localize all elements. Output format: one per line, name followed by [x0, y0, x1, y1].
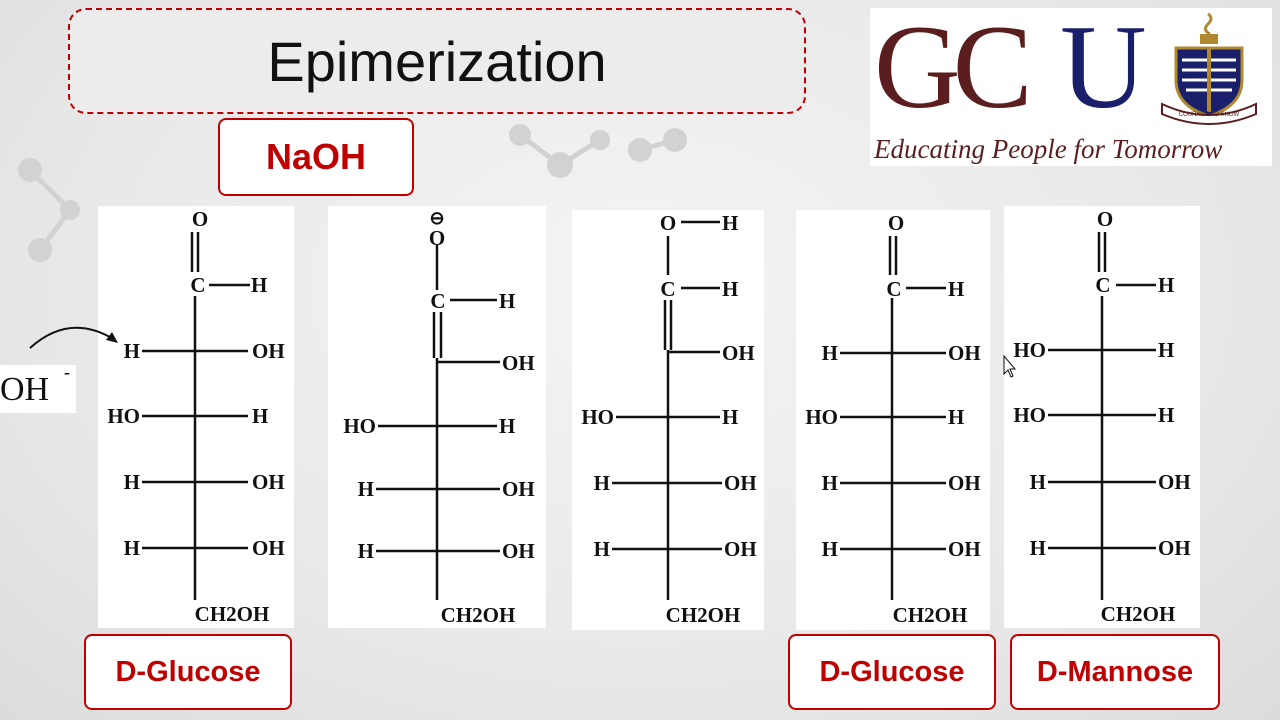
label-left-text: D-Glucose	[115, 655, 261, 688]
s4-r3-right: OH	[948, 471, 981, 495]
s1-c1-c: C	[190, 273, 205, 297]
page-title: Epimerization	[267, 29, 607, 93]
s3-c1-c: C	[660, 277, 675, 301]
s5-r3-right: OH	[1158, 470, 1191, 494]
label-middle-text: D-Glucose	[819, 655, 965, 688]
s4-c1-c: C	[886, 277, 901, 301]
s4-r1-left: H	[822, 341, 838, 365]
s1-c1-h: H	[251, 273, 267, 297]
s5-r2-left: HO	[1013, 403, 1046, 427]
s5-c1-h: H	[1158, 273, 1174, 297]
s2-charge: ⊖	[429, 208, 444, 228]
s2-bottom: CH2OH	[441, 603, 516, 627]
attacker-panel	[0, 365, 76, 413]
s3-r4-right: OH	[724, 537, 757, 561]
structure-4: O C H H OH HO H H OH H OH CH2OH	[805, 211, 980, 627]
s5-bottom: CH2OH	[1101, 602, 1176, 626]
s4-r1-right: OH	[948, 341, 981, 365]
s4-c1-h: H	[948, 277, 964, 301]
s2-top-o: O	[429, 226, 445, 250]
s2-r3-left: H	[358, 477, 374, 501]
s2-r4-right: OH	[502, 539, 535, 563]
s1-r2-left: HO	[107, 404, 140, 428]
label-right-text: D-Mannose	[1036, 655, 1194, 688]
s2-r2-right: H	[499, 414, 515, 438]
s3-c2-oh: OH	[722, 341, 755, 365]
reagent-box: NaOH	[218, 118, 414, 196]
s1-r4-left: H	[124, 536, 140, 560]
s1-r1-right: OH	[252, 339, 285, 363]
s2-r3-right: OH	[502, 477, 535, 501]
s2-r4-left: H	[358, 539, 374, 563]
s5-r1-left: HO	[1013, 338, 1046, 362]
s2-c1-h: H	[499, 289, 515, 313]
s5-r1-right: H	[1158, 338, 1174, 362]
s3-r3-right: OH	[724, 471, 757, 495]
s4-r2-left: HO	[805, 405, 838, 429]
s3-bottom: CH2OH	[666, 603, 741, 627]
crest-icon: COURAGE TO KNOW	[1161, 12, 1257, 125]
s1-r3-left: H	[124, 470, 140, 494]
hydroxide-label: OH	[0, 371, 49, 408]
hydroxide-attack: OH -	[0, 326, 118, 408]
s4-top-o: O	[888, 211, 904, 235]
s3-r2-left: HO	[581, 405, 614, 429]
s1-top-o: O	[192, 207, 208, 231]
s5-r4-right: OH	[1158, 536, 1191, 560]
s3-top-o: O	[660, 211, 676, 235]
hydroxide-charge: -	[64, 362, 70, 382]
label-middle: D-Glucose	[788, 634, 996, 710]
curved-arrow-icon	[29, 326, 116, 349]
s1-r4-right: OH	[252, 536, 285, 560]
s3-c1-h: H	[722, 277, 738, 301]
s2-r2-left: HO	[343, 414, 376, 438]
s4-r4-right: OH	[948, 537, 981, 561]
crest-motto: COURAGE TO KNOW	[1179, 112, 1240, 118]
s4-bottom: CH2OH	[893, 603, 968, 627]
s3-r3-left: H	[594, 471, 610, 495]
s2-c1-c: C	[430, 289, 445, 313]
arrowhead-icon	[106, 332, 118, 343]
s2-c2-oh: OH	[502, 351, 535, 375]
structure-1: O C H H OH HO H H OH H OH CH2OH	[107, 207, 284, 626]
label-right: D-Mannose	[1010, 634, 1220, 710]
s5-r3-left: H	[1030, 470, 1046, 494]
s1-bottom: CH2OH	[195, 602, 270, 626]
gcu-logo: GC U COURAGE TO KNOW Educating People fo…	[870, 2, 1272, 166]
s3-r4-left: H	[594, 537, 610, 561]
label-left: D-Glucose	[84, 634, 292, 710]
s4-r3-left: H	[822, 471, 838, 495]
s1-r2-right: H	[252, 404, 268, 428]
logo-tagline: Educating People for Tomorrow	[874, 134, 1223, 164]
s5-c1-c: C	[1095, 273, 1110, 297]
structure-3: O H C H OH HO H H OH H OH CH2OH	[581, 211, 756, 627]
s1-r1-left: H	[124, 339, 140, 363]
logo-letters-gc: GC	[874, 0, 1033, 133]
s4-r4-left: H	[822, 537, 838, 561]
title-box: Epimerization	[68, 8, 806, 114]
s5-r2-right: H	[1158, 403, 1174, 427]
s3-top-h: H	[722, 211, 738, 235]
s5-top-o: O	[1097, 207, 1113, 231]
structure-5: O C H HO H HO H H OH H OH CH2OH	[1013, 207, 1190, 626]
s3-r2-right: H	[722, 405, 738, 429]
s5-r4-left: H	[1030, 536, 1046, 560]
reagent-label: NaOH	[265, 136, 367, 177]
mouse-cursor-icon	[1003, 354, 1017, 378]
s4-r2-right: H	[948, 405, 964, 429]
logo-letter-u: U	[1060, 0, 1147, 133]
structure-2: ⊖ O C H OH HO H H OH H OH CH2OH	[343, 208, 534, 627]
s1-r3-right: OH	[252, 470, 285, 494]
